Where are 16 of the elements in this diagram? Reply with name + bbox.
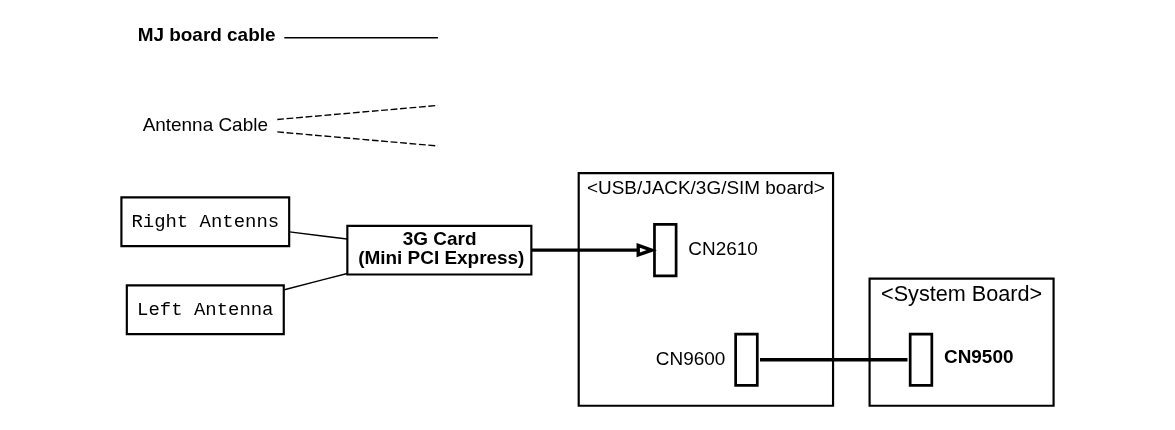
arrow xyxy=(531,243,657,258)
node-box: Right Antenns xyxy=(120,196,291,248)
node-box xyxy=(653,223,678,278)
connector xyxy=(283,272,348,291)
node-text: MJ board cable xyxy=(137,24,276,46)
node-text: Antenna Cable xyxy=(142,113,268,135)
node-label: CN9500 xyxy=(944,346,1014,368)
node-label: CN9600 xyxy=(655,347,726,369)
connector xyxy=(283,37,439,39)
node-box: Left Antenna xyxy=(125,284,285,336)
node-box: 3G Card (Mini PCI Express) xyxy=(346,224,533,276)
node-box xyxy=(908,332,934,387)
connector xyxy=(288,231,348,240)
node-label: CN2610 xyxy=(688,238,758,260)
node-box xyxy=(734,332,759,387)
connector xyxy=(760,358,908,362)
